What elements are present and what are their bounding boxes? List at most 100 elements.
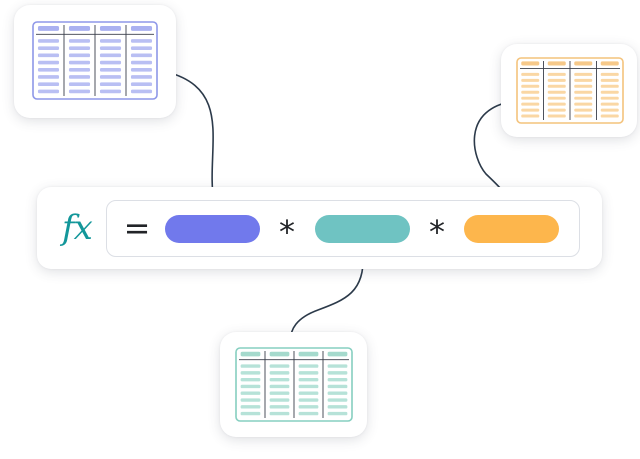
- table-cell: [130, 82, 153, 86]
- table-cell: [547, 78, 566, 82]
- table-cell: [130, 67, 153, 72]
- table-cell: [600, 108, 619, 112]
- table-cell: [521, 78, 540, 82]
- multiply-operator-2: *: [429, 213, 445, 251]
- table-cell: [240, 405, 261, 409]
- table-cell: [600, 72, 619, 76]
- table-cell: [68, 67, 91, 72]
- table-cell: [327, 364, 348, 368]
- table-cell: [327, 391, 348, 395]
- table-cell: [130, 46, 153, 50]
- table-cell: [240, 364, 261, 368]
- table-header-cell: [574, 61, 593, 66]
- purple-table-card: [14, 5, 176, 118]
- table-cell: [99, 67, 122, 72]
- table-cell: [68, 82, 91, 86]
- table-header-cell: [99, 25, 122, 31]
- table-header-cell: [130, 25, 153, 31]
- table-cell: [99, 89, 122, 94]
- table-cell: [574, 72, 593, 76]
- table-cell: [240, 391, 261, 395]
- table-cell: [298, 384, 319, 389]
- table-cell: [298, 411, 319, 416]
- table-header-cell: [600, 61, 619, 66]
- multiply-operator-1: *: [279, 213, 295, 251]
- table-cell: [269, 371, 290, 375]
- table-cell: [269, 384, 290, 389]
- table-cell: [298, 405, 319, 409]
- table-cell: [298, 398, 319, 402]
- table-cell: [37, 89, 60, 94]
- table-cell: [37, 46, 60, 50]
- table-cell: [574, 84, 593, 88]
- table-cell: [298, 391, 319, 395]
- operand-pill-orange[interactable]: [464, 215, 559, 243]
- table-cell: [99, 60, 122, 65]
- table-cell: [130, 53, 153, 58]
- table-cell: [68, 60, 91, 65]
- table-cell: [269, 391, 290, 395]
- table-cell: [298, 371, 319, 375]
- table-cell: [37, 67, 60, 72]
- table-cell: [327, 398, 348, 402]
- table-cell: [68, 53, 91, 58]
- table-cell: [130, 75, 153, 79]
- table-cell: [37, 53, 60, 58]
- table-cell: [600, 102, 619, 106]
- table-cell: [240, 398, 261, 402]
- table-cell: [269, 398, 290, 402]
- table-cell: [298, 364, 319, 368]
- table-header-cell: [327, 351, 348, 357]
- table-cell: [99, 82, 122, 86]
- table-cell: [600, 96, 619, 100]
- table-cell: [547, 114, 566, 118]
- table-cell: [68, 46, 91, 50]
- table-cell: [240, 411, 261, 416]
- table-cell: [327, 377, 348, 382]
- table-header-cell: [240, 351, 261, 357]
- table-cell: [130, 60, 153, 65]
- table-cell: [269, 405, 290, 409]
- table-cell: [99, 53, 122, 58]
- table-cell: [600, 114, 619, 118]
- table-cell: [269, 377, 290, 382]
- table-cell: [37, 82, 60, 86]
- table-cell: [521, 108, 540, 112]
- table-cell: [130, 39, 153, 43]
- table-cell: [269, 411, 290, 416]
- table-cell: [547, 108, 566, 112]
- table-cell: [240, 377, 261, 382]
- operand-pill-teal[interactable]: [315, 215, 410, 243]
- table-cell: [240, 384, 261, 389]
- table-cell: [68, 39, 91, 43]
- table-header-cell: [547, 61, 566, 66]
- table-cell: [547, 84, 566, 88]
- table-cell: [99, 46, 122, 50]
- table-cell: [574, 90, 593, 94]
- table-cell: [298, 377, 319, 382]
- table-header-cell: [521, 61, 540, 66]
- orange-table-card: [501, 44, 637, 137]
- table-cell: [574, 108, 593, 112]
- table-cell: [99, 39, 122, 43]
- table-cell: [521, 114, 540, 118]
- table-cell: [547, 72, 566, 76]
- table-header-cell: [269, 351, 290, 357]
- table-cell: [521, 96, 540, 100]
- teal-table-icon: [235, 347, 353, 422]
- table-cell: [521, 84, 540, 88]
- operand-pill-purple[interactable]: [165, 215, 260, 243]
- table-header-cell: [298, 351, 319, 357]
- table-cell: [574, 114, 593, 118]
- table-cell: [547, 96, 566, 100]
- table-cell: [547, 90, 566, 94]
- table-cell: [68, 89, 91, 94]
- table-header-cell: [68, 25, 91, 31]
- table-cell: [327, 384, 348, 389]
- table-cell: [600, 78, 619, 82]
- table-cell: [130, 89, 153, 94]
- table-cell: [269, 364, 290, 368]
- fx-label: fx: [62, 208, 93, 248]
- table-cell: [547, 102, 566, 106]
- table-cell: [600, 84, 619, 88]
